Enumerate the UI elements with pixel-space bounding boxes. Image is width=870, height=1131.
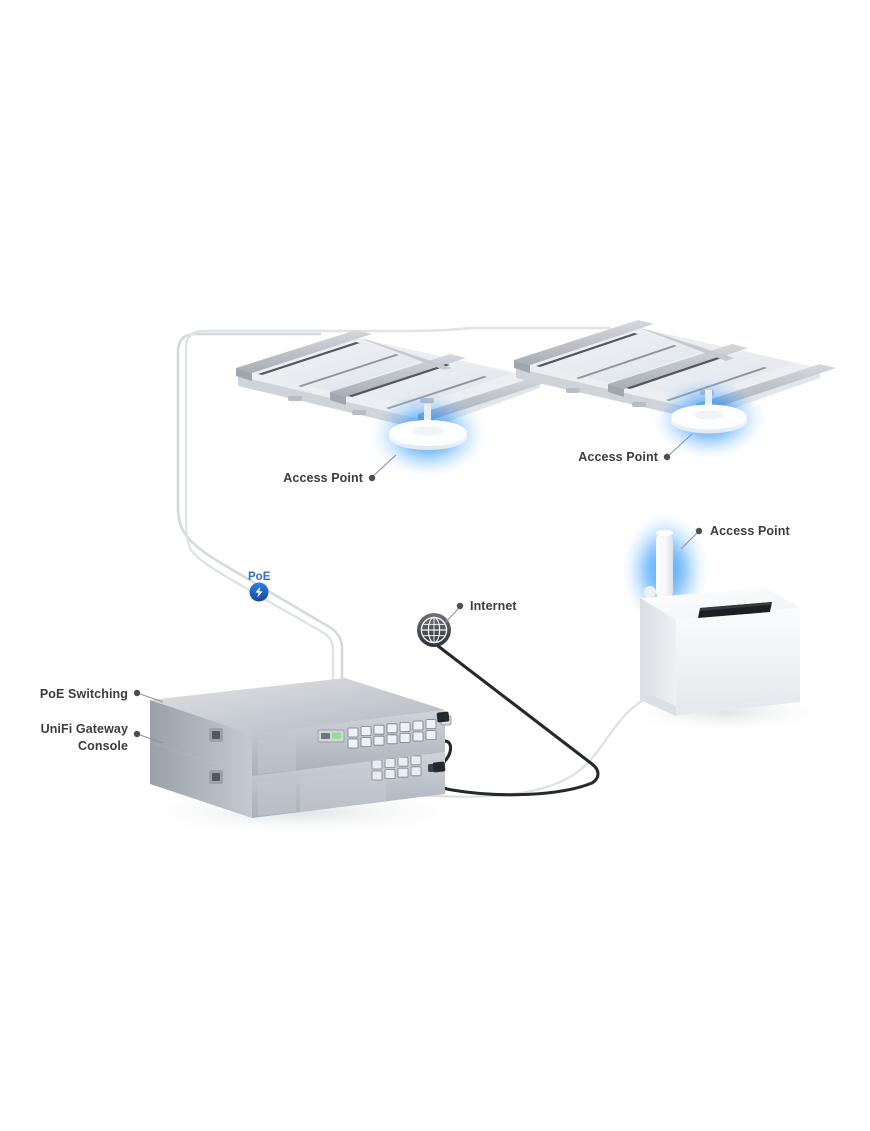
access-point-label-2: Access Point bbox=[578, 450, 658, 464]
leader-dot bbox=[133, 689, 141, 697]
access-point-ceiling-left[interactable] bbox=[366, 388, 490, 480]
label-access-point-1: Access Point bbox=[283, 454, 397, 485]
label-access-point-3: Access Point bbox=[680, 524, 790, 550]
poe-switch-device[interactable] bbox=[150, 678, 452, 776]
label-poe-switching: PoE Switching bbox=[40, 687, 164, 703]
gateway-label-line2: Console bbox=[78, 739, 128, 753]
enclosure-box bbox=[640, 588, 800, 716]
cable-ap-right-to-switch bbox=[184, 326, 612, 737]
leader-dot bbox=[663, 453, 671, 461]
label-unifi-gateway-console: UniFi Gateway Console bbox=[41, 722, 164, 753]
label-internet: Internet bbox=[444, 599, 517, 624]
leader-dot bbox=[456, 602, 464, 610]
wan-connectors bbox=[432, 711, 450, 773]
access-point-ceiling-right[interactable] bbox=[649, 374, 769, 462]
lightning-bolt-icon bbox=[255, 586, 263, 598]
internet-label: Internet bbox=[470, 599, 517, 613]
switch-port-row bbox=[347, 719, 437, 749]
gateway-label-line1: UniFi Gateway bbox=[41, 722, 128, 736]
leader-dot bbox=[133, 730, 141, 738]
cable-ap-left-to-switch bbox=[176, 332, 344, 735]
internet-node[interactable] bbox=[417, 613, 451, 647]
poe-switching-label: PoE Switching bbox=[40, 687, 128, 701]
poe-badge[interactable]: PoE bbox=[248, 571, 271, 602]
access-point-label-3: Access Point bbox=[710, 524, 790, 538]
label-access-point-2: Access Point bbox=[578, 433, 693, 464]
poe-label: PoE bbox=[248, 571, 271, 583]
leader-dot bbox=[695, 527, 703, 535]
access-point-label-1: Access Point bbox=[283, 471, 363, 485]
leader-dot bbox=[368, 474, 376, 482]
